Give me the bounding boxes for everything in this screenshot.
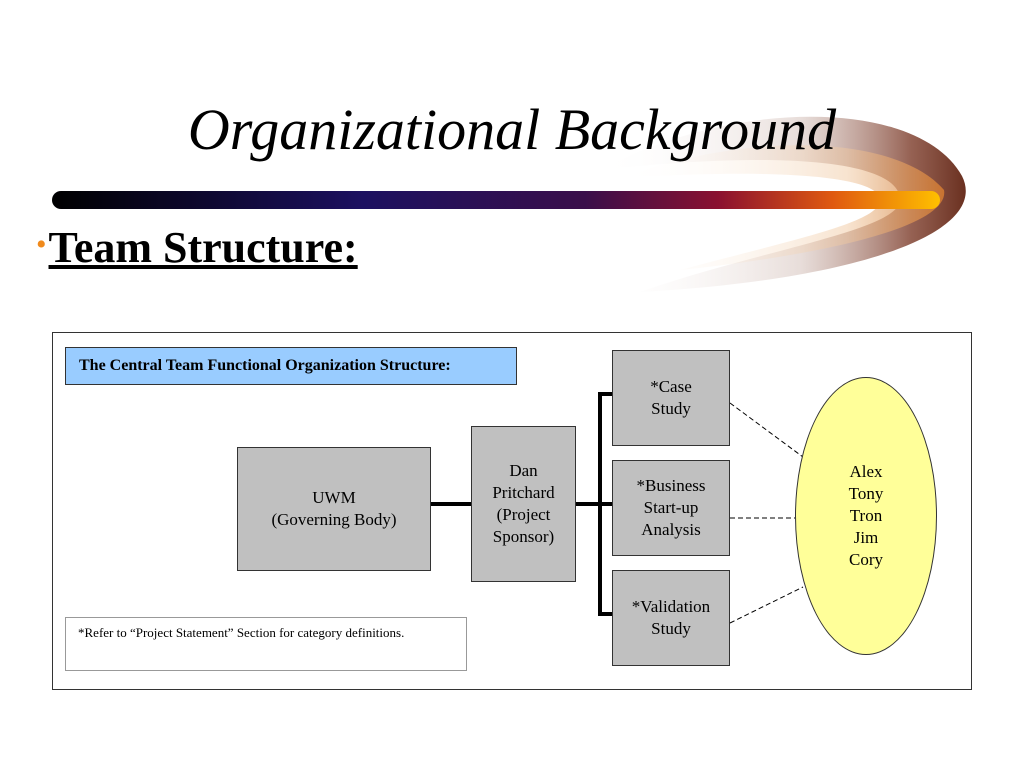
category-case-study: *Case Study bbox=[612, 350, 730, 446]
slide-title: Organizational Background bbox=[187, 97, 837, 162]
team-member: Alex bbox=[849, 462, 883, 481]
category-business-startup: *Business Start-up Analysis bbox=[612, 460, 730, 556]
bullet-item: •Team Structure: bbox=[36, 222, 358, 273]
team-member: Tony bbox=[848, 484, 884, 503]
team-member: Jim bbox=[853, 528, 879, 547]
dashed-link-case-study bbox=[729, 402, 804, 458]
category-validation-study: *Validation Study bbox=[612, 570, 730, 666]
org-chart: The Central Team Functional Organization… bbox=[52, 332, 972, 690]
connector-lines bbox=[431, 392, 804, 624]
bullet-text: Team Structure: bbox=[48, 223, 358, 272]
team-member: Tron bbox=[849, 506, 883, 525]
decorative-swoosh bbox=[52, 116, 966, 292]
footnote: *Refer to “Project Statement” Section fo… bbox=[65, 617, 467, 671]
dashed-link-validation bbox=[729, 586, 804, 624]
team-members-ellipse: Alex Tony Tron Jim Cory bbox=[795, 377, 937, 655]
uwm-box: UWM (Governing Body) bbox=[237, 447, 431, 571]
team-member: Cory bbox=[849, 550, 883, 569]
sponsor-box: Dan Pritchard (Project Sponsor) bbox=[471, 426, 576, 582]
bullet-icon: • bbox=[36, 228, 47, 261]
diagram-title: The Central Team Functional Organization… bbox=[65, 347, 517, 385]
